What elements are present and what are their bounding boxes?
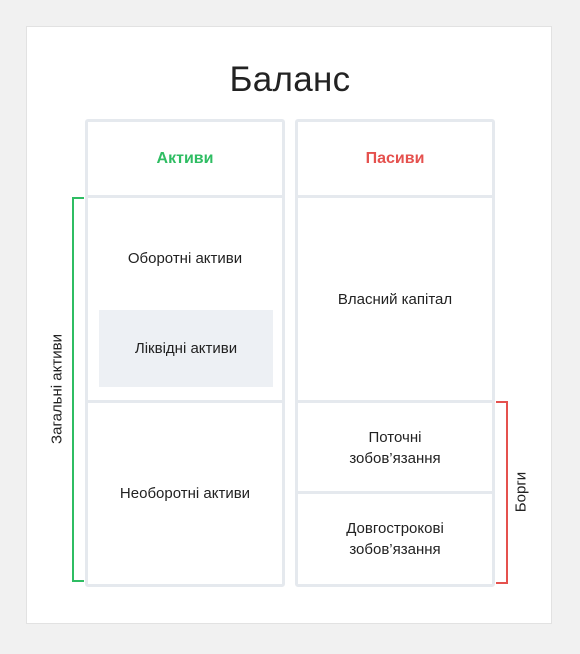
liabilities-lower-divider bbox=[298, 491, 492, 494]
current-assets-label: Оборотні активи bbox=[127, 250, 243, 267]
diagram-title: Баланс bbox=[229, 60, 351, 99]
debts-label: Борги bbox=[512, 471, 530, 513]
current-liabilities-label: Поточні зобов’язання bbox=[349, 428, 441, 467]
liabilities-middle-divider bbox=[298, 400, 492, 403]
assets-column: Активи Оборотні активи Ліквідні активи Н… bbox=[85, 119, 285, 587]
debts-bracket bbox=[496, 401, 508, 584]
assets-header-divider bbox=[88, 195, 282, 198]
total-assets-bracket bbox=[72, 197, 84, 582]
liabilities-header-divider bbox=[298, 195, 492, 198]
non-current-assets-label: Необоротні активи bbox=[119, 485, 251, 502]
equity-label: Власний капітал bbox=[337, 290, 453, 308]
liabilities-header: Пасиви bbox=[365, 150, 425, 167]
assets-middle-divider bbox=[88, 400, 282, 403]
assets-header: Активи bbox=[156, 150, 214, 167]
liquid-assets-box: Ліквідні активи bbox=[99, 310, 273, 387]
long-term-liabilities-label: Довгострокові зобов’язання bbox=[346, 520, 444, 558]
liabilities-column: Пасиви Власний капітал Поточні зобов’яза… bbox=[295, 119, 495, 587]
total-assets-label: Загальні активи bbox=[48, 334, 66, 444]
